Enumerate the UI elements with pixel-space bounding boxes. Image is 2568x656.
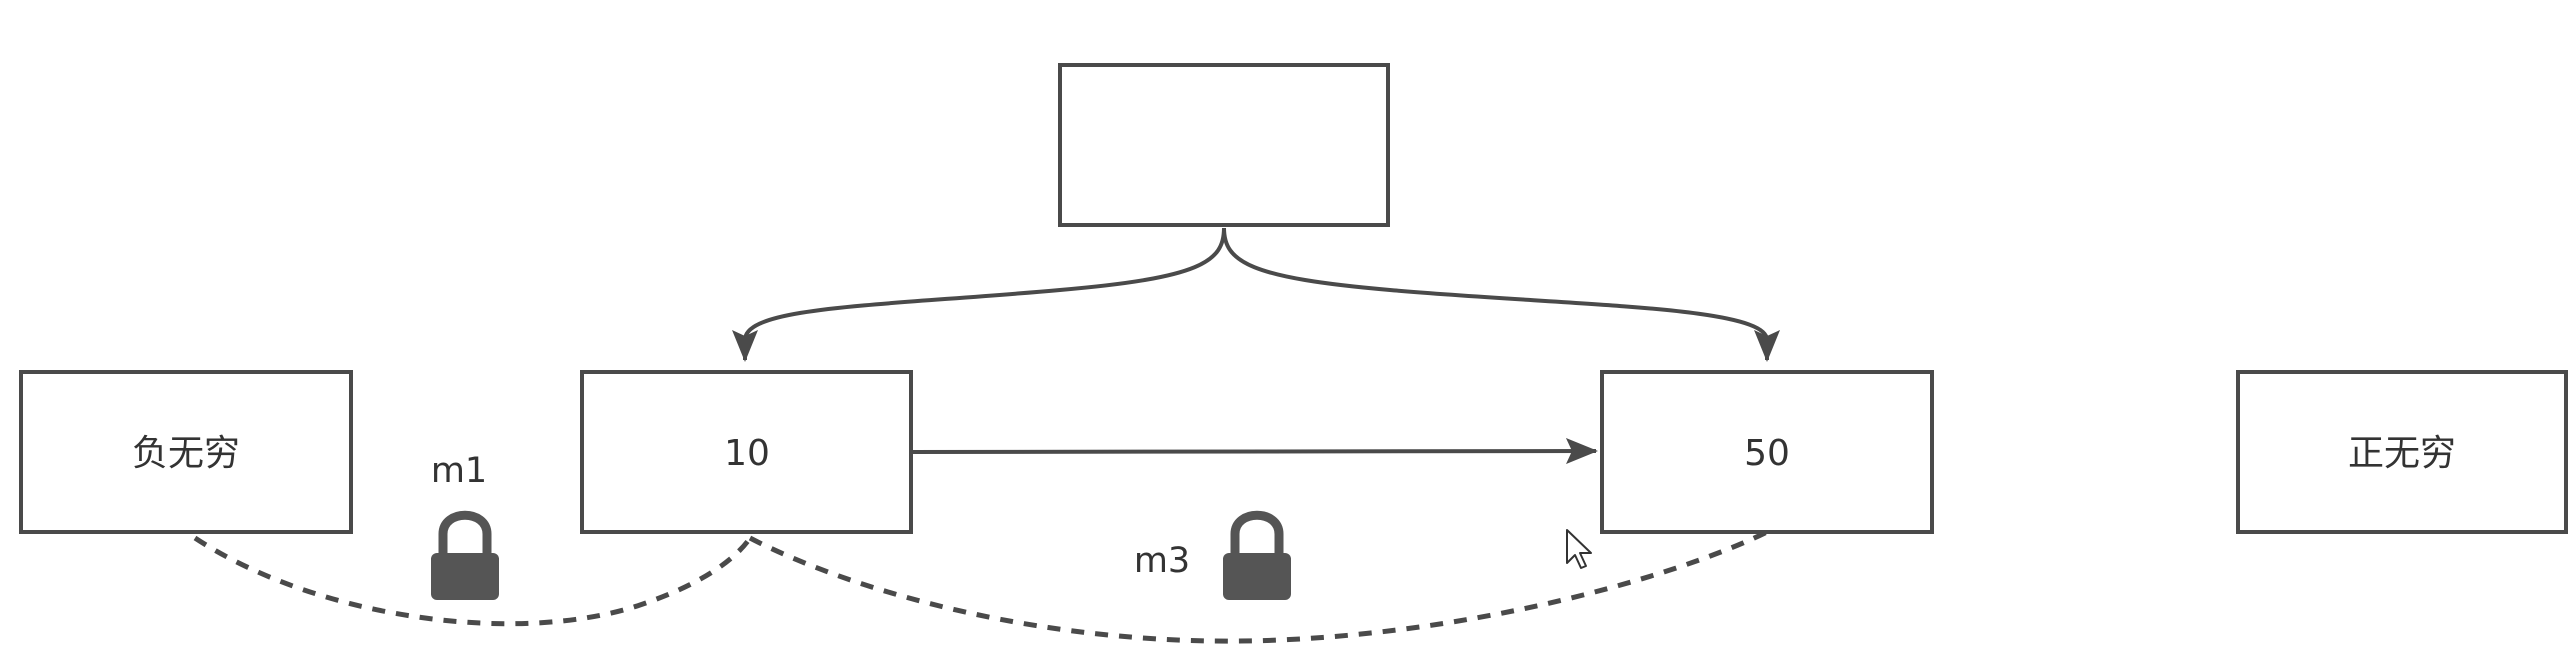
edge-top-to-50	[1222, 227, 1780, 362]
dashed-link-neg-inf-to-10	[193, 535, 753, 627]
top-node	[1058, 63, 1390, 227]
node-50-box	[1600, 370, 1934, 534]
mouse-cursor-icon	[1566, 529, 1592, 569]
node-50: 50	[1600, 370, 1934, 534]
neg-inf-node-box	[19, 370, 353, 534]
neg-inf-node-label: 负无穷	[132, 433, 240, 474]
lock-m3-label: m3	[1134, 541, 1190, 581]
edge-10-to-50	[912, 438, 1598, 465]
edge-top-to-10	[732, 227, 1226, 362]
pos-inf-node: 正无穷	[2236, 370, 2568, 534]
node-50-label: 50	[1744, 433, 1790, 474]
dashed-link-10-to-50	[748, 529, 1769, 644]
lock-icon	[1223, 510, 1291, 600]
node-10-box	[580, 370, 913, 534]
top-node-box	[1058, 63, 1390, 227]
pos-inf-node-box	[2236, 370, 2568, 534]
lock-m1-label: m1	[431, 451, 487, 491]
node-10: 10	[580, 370, 913, 534]
node-10-label: 10	[724, 433, 770, 474]
lock-icon	[431, 510, 499, 600]
lock-m3: m3	[1134, 510, 1291, 600]
neg-inf-node: 负无穷	[19, 370, 353, 534]
lock-m1: m1	[431, 451, 499, 600]
pos-inf-node-label: 正无穷	[2348, 433, 2456, 474]
